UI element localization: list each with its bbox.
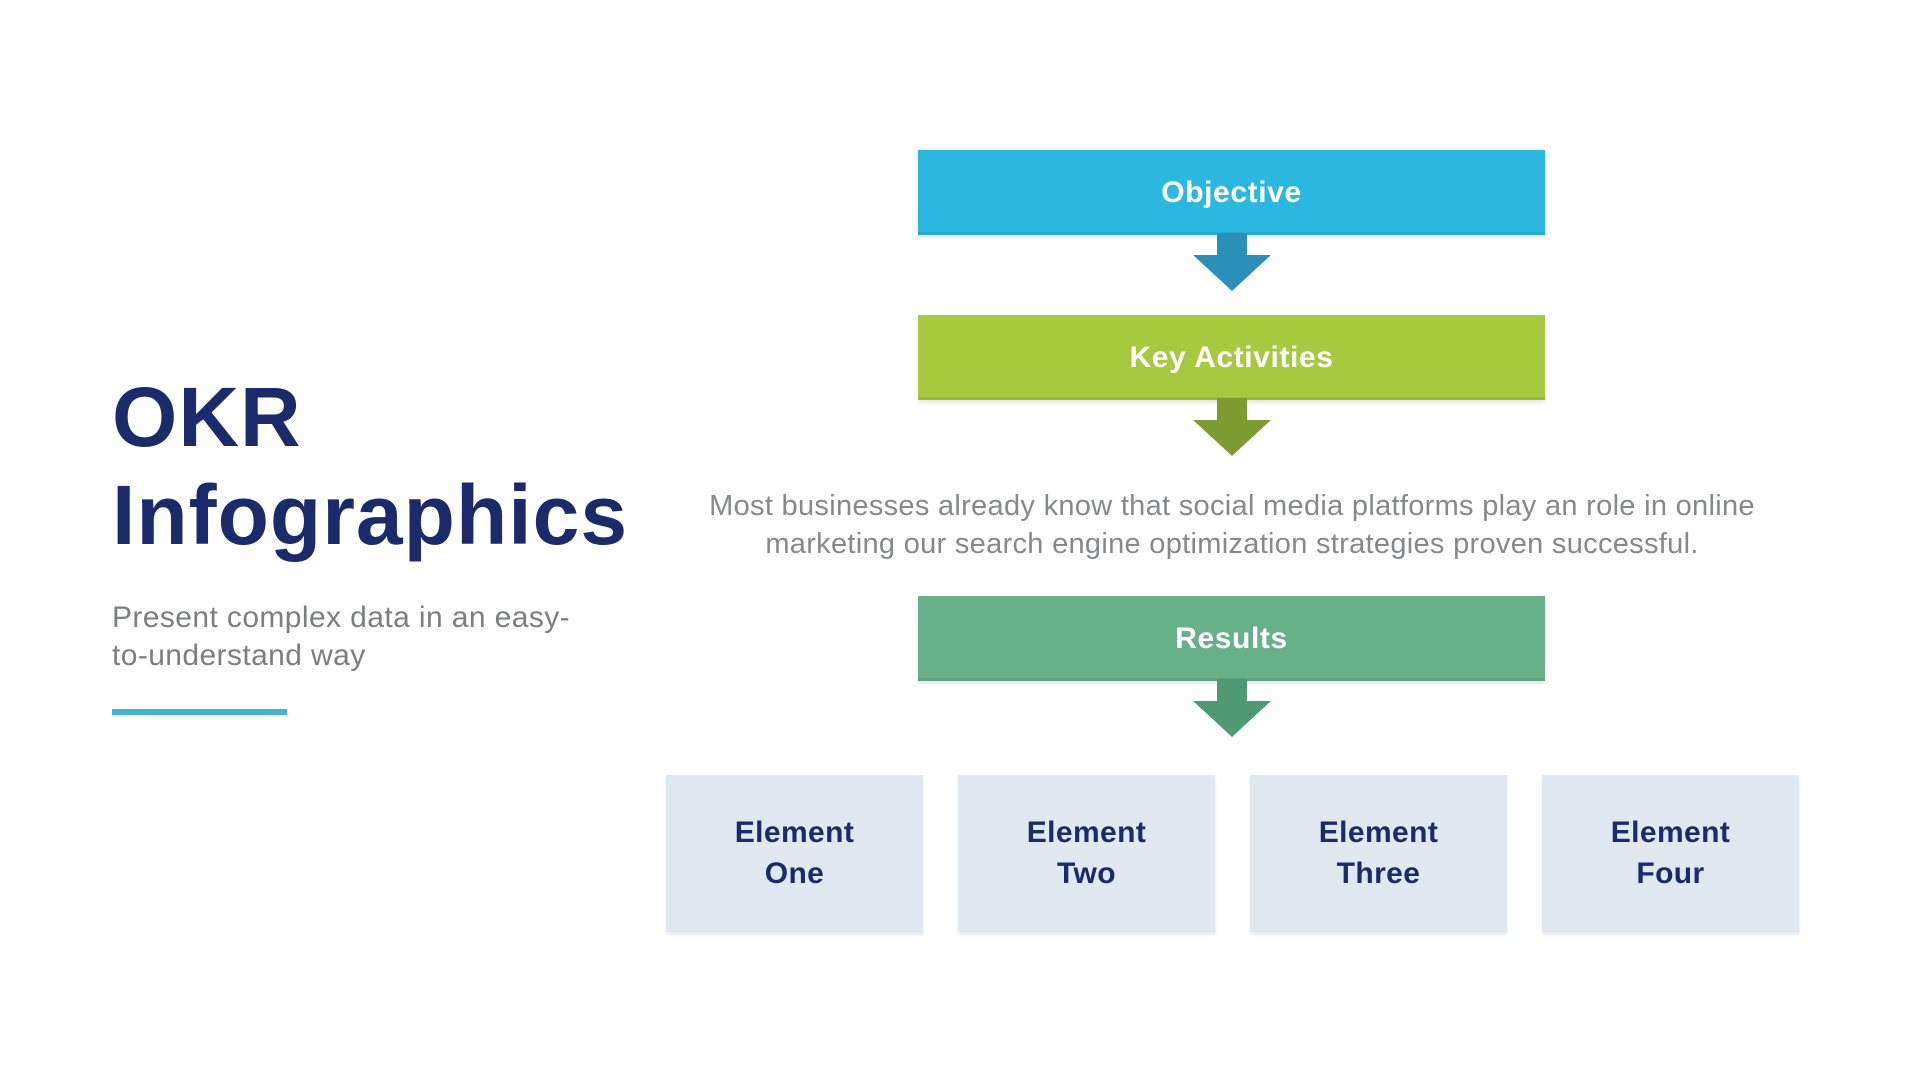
page-subtitle-line2: to-understand way [112,638,366,672]
page-subtitle: Present complex data in an easy- to-unde… [112,599,652,675]
element-one-label-line2: One [764,856,825,890]
element-two-label-line2: Two [1057,856,1116,890]
element-two-box: Element Two [958,775,1215,932]
element-three-label-line2: Three [1336,856,1421,890]
page-title-line1: OKR [112,370,302,464]
objective-bar: Objective [918,150,1545,235]
element-three-label-line1: Element [1318,816,1439,849]
page-title-line2: Infographics [112,468,629,563]
elements-row: Element One Element Two Element Three El… [666,775,1800,932]
element-four-box: Element Four [1542,775,1799,932]
down-arrow-icon [1193,233,1271,291]
element-two-label-line1: Element [1026,816,1147,849]
element-four-label-line2: Four [1636,856,1705,890]
key-activities-bar-label: Key Activities [1129,340,1334,374]
key-activities-bar: Key Activities [918,315,1545,400]
down-arrow-icon [1193,679,1271,737]
results-bar-label: Results [1175,621,1288,655]
intro-panel: OKR Infographics Present complex data in… [112,368,652,715]
page-title: OKR Infographics [112,368,652,565]
objective-bar-label: Objective [1161,175,1302,209]
element-four-label-line1: Element [1610,816,1731,849]
element-one-box: Element One [666,775,923,932]
page-subtitle-line1: Present complex data in an easy- [112,600,571,634]
element-three-box: Element Three [1250,775,1507,932]
down-arrow-icon [1193,398,1271,456]
element-one-label-line1: Element [734,816,855,849]
results-bar: Results [918,596,1545,681]
flow-description: Most businesses already know that social… [709,490,1755,561]
accent-underline [112,708,287,715]
